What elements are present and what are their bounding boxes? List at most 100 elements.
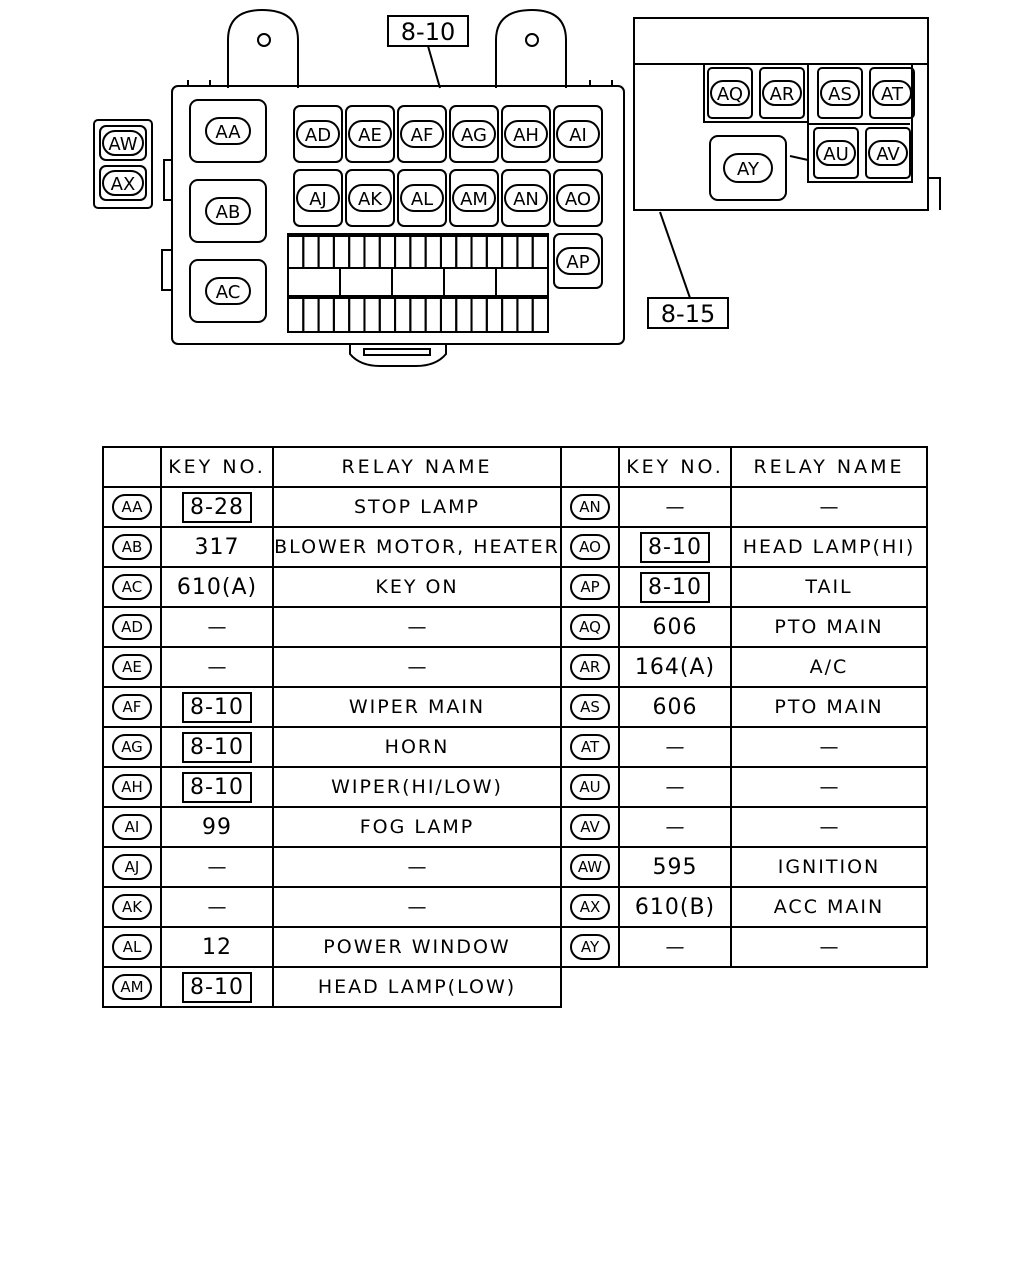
- relay-id-cell: AF: [102, 686, 162, 728]
- fuse-slot: [439, 235, 458, 269]
- table-header-row: KEY NO. RELAY NAME KEY NO. RELAY NAME: [102, 446, 928, 488]
- key-no-reference-box: 8-10: [182, 771, 252, 803]
- relay-id-cell: AY: [560, 926, 620, 968]
- relay-id: AO: [570, 534, 610, 560]
- relay-label: AU: [823, 144, 849, 165]
- key-no-cell: —: [160, 646, 274, 688]
- key-no-cell: 610(B): [618, 886, 732, 928]
- key-no-cell: 8-10: [160, 686, 274, 728]
- relay-id: AP: [570, 574, 610, 600]
- left-mounting-hole: [257, 33, 271, 47]
- relay-ac: AC: [189, 259, 267, 323]
- relay-name-cell: ACC MAIN: [730, 886, 928, 928]
- callout-box-sub: [647, 297, 729, 329]
- fuse-slot: [332, 297, 351, 333]
- relay-label-oval: [762, 80, 802, 106]
- relay-name-cell: WIPER MAIN: [272, 686, 562, 728]
- fuse-slot: [485, 235, 504, 269]
- relay-id: AQ: [570, 614, 610, 640]
- key-no: 317: [194, 534, 240, 560]
- relay-name-cell: HORN: [272, 726, 562, 768]
- key-no: —: [207, 896, 227, 918]
- relay-name-cell: —: [272, 646, 562, 688]
- callout-label-sub: 8-15: [661, 300, 715, 328]
- relay-name: —: [819, 776, 839, 798]
- fuse-slot: [287, 267, 341, 297]
- fuse-slot: [302, 297, 320, 333]
- relay-at: AT: [869, 67, 915, 119]
- relay-name-cell: —: [730, 726, 928, 768]
- relay-ab: AB: [189, 179, 267, 243]
- relay-label: AT: [881, 84, 904, 105]
- relay-name: POWER WINDOW: [323, 936, 511, 958]
- relay-id-cell: AP: [560, 566, 620, 608]
- key-no-cell: 99: [160, 806, 274, 848]
- key-no-cell: 606: [618, 686, 732, 728]
- relay-label-oval: [205, 117, 251, 145]
- relay-name-cell: FOG LAMP: [272, 806, 562, 848]
- relay-id: AY: [570, 934, 610, 960]
- relay-ah: AH: [501, 105, 551, 163]
- key-no-cell: —: [618, 766, 732, 808]
- key-no-reference-box: 8-10: [640, 531, 710, 563]
- fuse-slot: [339, 267, 393, 297]
- relay-label-oval: [556, 120, 600, 148]
- relay-label-oval: [205, 277, 251, 305]
- relay-name: PTO MAIN: [774, 696, 884, 718]
- relay-label: AK: [358, 189, 383, 210]
- relay-name: FOG LAMP: [359, 816, 475, 838]
- relay-id-cell: AT: [560, 726, 620, 768]
- relay-id-cell: AH: [102, 766, 162, 808]
- fuse-slot: [287, 297, 305, 333]
- relay-id: AL: [112, 934, 152, 960]
- relay-id-cell: AI: [102, 806, 162, 848]
- fuse-slot: [394, 235, 412, 269]
- main-fuse-box-housing: [171, 85, 625, 345]
- relay-label-oval: [556, 184, 600, 212]
- relay-label: AF: [411, 125, 434, 146]
- key-no-reference-box: 8-10: [182, 691, 252, 723]
- relay-name-cell: A/C: [730, 646, 928, 688]
- key-no-cell: 8-28: [160, 486, 274, 528]
- key-no: —: [207, 856, 227, 878]
- relay-label-oval: [723, 153, 773, 183]
- relay-name-cell: TAIL: [730, 566, 928, 608]
- key-no-cell: 8-10: [160, 966, 274, 1008]
- key-no-reference-box: 8-10: [182, 731, 252, 763]
- relay-id-cell: AR: [560, 646, 620, 688]
- key-no: —: [665, 936, 685, 958]
- callout-label-main: 8-10: [401, 18, 455, 46]
- key-no: 606: [652, 694, 698, 720]
- key-no: —: [665, 496, 685, 518]
- left-side-tab: [161, 249, 172, 291]
- fuse-row-upper: [287, 235, 549, 269]
- relay-label-oval: [452, 120, 496, 148]
- fuse-row-middle: [287, 267, 549, 297]
- fuse-slot: [317, 297, 335, 333]
- relay-id: AA: [112, 494, 152, 520]
- fuse-slot: [424, 297, 442, 333]
- relay-aw: AW: [99, 125, 147, 161]
- relay-id-cell: AA: [102, 486, 162, 528]
- relay-id: AT: [570, 734, 610, 760]
- fuse-slot: [495, 267, 549, 297]
- key-no: —: [665, 816, 685, 838]
- relay-name: WIPER(HI/LOW): [331, 776, 503, 798]
- relay-name: KEY ON: [375, 576, 459, 598]
- relay-label-oval: [868, 140, 908, 166]
- key-no-cell: —: [160, 606, 274, 648]
- fuse-slot: [455, 297, 473, 333]
- relay-label: AS: [828, 84, 852, 105]
- relay-label: AO: [565, 189, 591, 210]
- key-no-cell: 12: [160, 926, 274, 968]
- right-mounting-hole: [525, 33, 539, 47]
- relay-al: AL: [397, 169, 447, 227]
- relay-name: PTO MAIN: [774, 616, 884, 638]
- fuse-slot: [531, 235, 549, 269]
- relay-id-cell: AB: [102, 526, 162, 568]
- relay-label: AC: [216, 282, 241, 303]
